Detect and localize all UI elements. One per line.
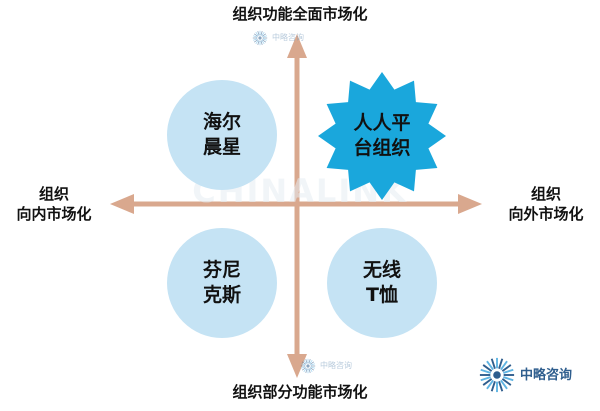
- watermark-logo-top-name: 中略咨询: [272, 33, 304, 42]
- quadrant-bottom-left-line2: 克斯: [202, 284, 241, 306]
- axis-label-left-line1: 组织: [38, 185, 69, 203]
- quadrant-top-right-line1: 人人平: [353, 112, 411, 134]
- watermark-logo-bottom-name: 中略咨询: [320, 361, 352, 370]
- top-arrowhead: [287, 34, 307, 58]
- left-arrowhead: [110, 194, 134, 214]
- quadrant-top-right-line2: 台组织: [353, 137, 411, 159]
- brand-logo: 中略咨询: [478, 356, 572, 394]
- axis-label-bottom: 组织部分功能市场化: [232, 383, 368, 401]
- quadrant-top-right-star: 人人平 台组织: [316, 70, 448, 202]
- quadrant-top-left-line1: 海尔: [202, 111, 241, 133]
- quadrant-bottom-right-line1: 无线: [362, 259, 401, 281]
- quadrant-top-left-circle: 海尔 晨星: [167, 80, 277, 190]
- quadrant-bottom-left-circle: 芬尼 克斯: [167, 228, 277, 338]
- quadrant-bottom-right-circle: 无线 T恤: [327, 228, 437, 338]
- axis-label-right: 组织 向外市场化: [498, 184, 594, 224]
- axis-label-left: 组织 向内市场化: [6, 184, 102, 224]
- sunburst-logo-icon: [479, 357, 515, 393]
- axis-label-left-line2: 向内市场化: [16, 205, 92, 223]
- watermark-logo-top: 中略咨询: [252, 30, 304, 46]
- axis-label-right-line2: 向外市场化: [508, 205, 584, 223]
- star-badge-icon: [318, 72, 446, 200]
- axis-label-top: 组织功能全面市场化: [232, 5, 368, 23]
- quadrant-top-left-line2: 晨星: [202, 136, 241, 158]
- quadrant-bottom-right-line2: T恤: [366, 284, 398, 306]
- watermark-logo-bottom: 中略咨询: [300, 358, 352, 374]
- right-arrowhead: [458, 194, 482, 214]
- brand-logo-name: 中略咨询: [520, 367, 573, 383]
- axis-label-right-line1: 组织: [530, 185, 561, 203]
- quadrant-top-right-text: 人人平 台组织: [316, 70, 448, 202]
- sunburst-logo-icon: [252, 30, 268, 46]
- sunburst-logo-icon: [300, 358, 316, 374]
- bottom-arrowhead: [287, 354, 307, 378]
- quadrant-bottom-left-line1: 芬尼: [202, 259, 241, 281]
